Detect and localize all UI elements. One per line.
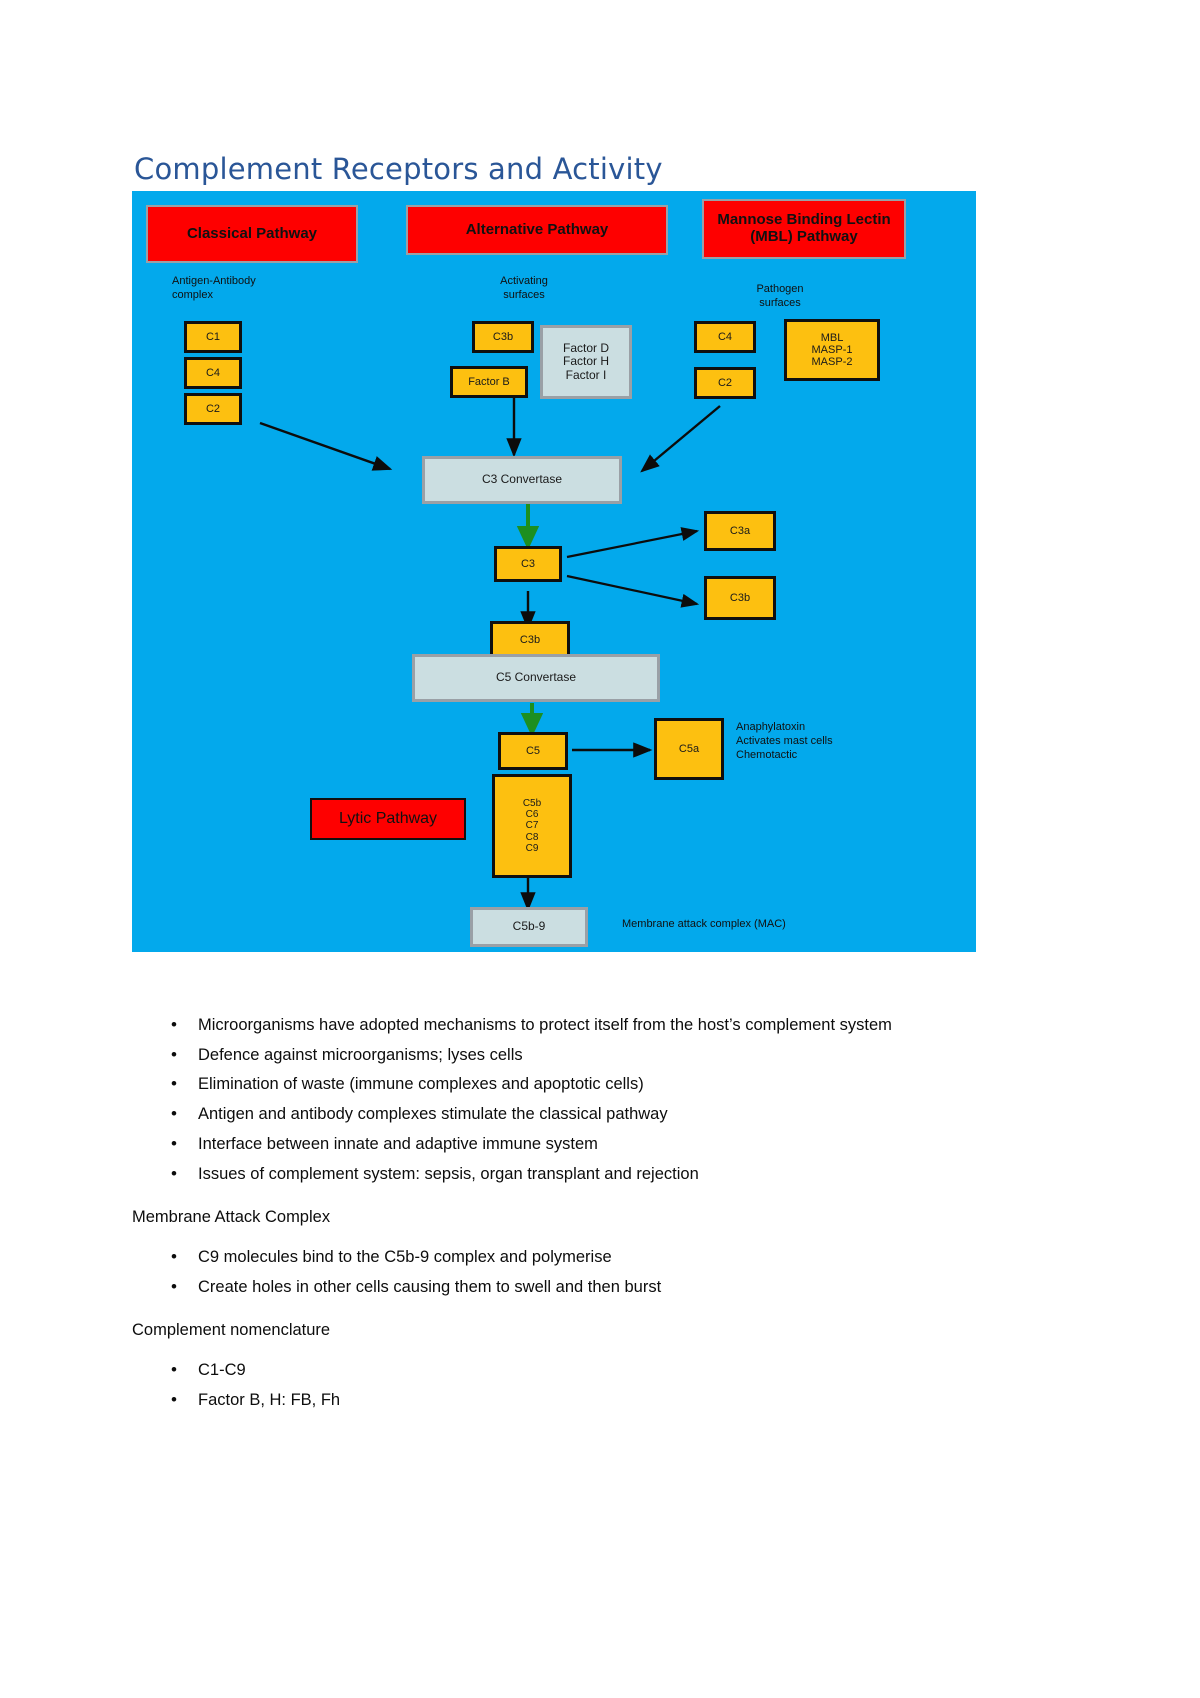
- box-c3a-label: C3a: [729, 524, 751, 537]
- list-item: Issues of complement system: sepsis, org…: [171, 1160, 1072, 1189]
- heading-membrane-attack-complex: Membrane Attack Complex: [132, 1208, 331, 1227]
- box-c5b9-label: C5b-9: [512, 919, 546, 934]
- box-mbl-masp: MBL MASP-1 MASP-2: [784, 319, 880, 381]
- box-c5a-label: C5a: [678, 742, 700, 755]
- list-item: Defence against microorganisms; lyses ce…: [171, 1041, 1072, 1070]
- pathway-header-classical: Classical Pathway: [146, 205, 358, 263]
- box-c4-mbl-label: C4: [717, 330, 733, 343]
- box-c5a: C5a: [654, 718, 724, 780]
- box-c4-classical: C4: [184, 357, 242, 389]
- box-factor-b-label: Factor B: [468, 375, 510, 388]
- box-c3b-alternative-label: C3b: [492, 330, 514, 343]
- list-item: Antigen and antibody complexes stimulate…: [171, 1100, 1072, 1129]
- box-c3a: C3a: [704, 511, 776, 551]
- box-c5b9: C5b-9: [470, 907, 588, 947]
- box-c2-classical-label: C2: [205, 402, 221, 415]
- box-c3b-mid: C3b: [490, 621, 570, 659]
- box-lytic-pathway-label: Lytic Pathway: [338, 810, 438, 828]
- list-item: Create holes in other cells causing them…: [171, 1273, 1072, 1302]
- box-c3-label: C3: [520, 557, 536, 570]
- box-c5: C5: [498, 732, 568, 770]
- box-mac-components-label: C5b C6 C7 C8 C9: [522, 798, 542, 854]
- box-c1-label: C1: [205, 330, 221, 343]
- box-mbl-masp-label: MBL MASP-1 MASP-2: [811, 331, 853, 369]
- box-c3: C3: [494, 546, 562, 582]
- pathway-header-mbl: Mannose Binding Lectin (MBL) Pathway: [702, 199, 906, 259]
- box-c5-label: C5: [525, 744, 541, 757]
- list-item: Interface between innate and adaptive im…: [171, 1130, 1072, 1159]
- box-c2-mbl: C2: [694, 367, 756, 399]
- box-factors-dhi-label: Factor D Factor H Factor I: [562, 340, 609, 382]
- source-label-activating-surfaces: Activating surfaces: [500, 275, 548, 301]
- box-c3-convertase-label: C3 Convertase: [481, 472, 563, 487]
- box-factors-dhi: Factor D Factor H Factor I: [540, 325, 632, 399]
- notes-bullet-list-mac: C9 molecules bind to the C5b-9 complex a…: [132, 1243, 1072, 1302]
- list-item: Microorganisms have adopted mechanisms t…: [171, 1011, 1072, 1040]
- box-c3b-alternative: C3b: [472, 321, 534, 353]
- list-item: C9 molecules bind to the C5b-9 complex a…: [171, 1243, 1072, 1272]
- page-title: Complement Receptors and Activity: [134, 152, 663, 186]
- list-item: Factor B, H: FB, Fh: [171, 1386, 1072, 1415]
- box-c5-convertase-label: C5 Convertase: [495, 670, 577, 685]
- box-c1: C1: [184, 321, 242, 353]
- box-factor-b: Factor B: [450, 366, 528, 398]
- pathway-header-classical-label: Classical Pathway: [186, 224, 318, 242]
- pathway-header-mbl-label: Mannose Binding Lectin (MBL) Pathway: [717, 211, 891, 245]
- box-c4-classical-label: C4: [205, 366, 221, 379]
- pathway-header-alternative-label: Alternative Pathway: [465, 220, 609, 238]
- list-item: Elimination of waste (immune complexes a…: [171, 1070, 1072, 1099]
- box-c3-convertase: C3 Convertase: [422, 456, 622, 504]
- box-c3b-product: C3b: [704, 576, 776, 620]
- notes-bullet-list-main: Microorganisms have adopted mechanisms t…: [132, 1011, 1072, 1189]
- box-c3b-mid-label: C3b: [519, 633, 541, 646]
- source-label-pathogen-surfaces: Pathogen surfaces: [756, 283, 804, 309]
- box-lytic-pathway: Lytic Pathway: [310, 798, 466, 840]
- source-label-antigen-antibody: Antigen-Antibody complex: [172, 275, 256, 301]
- box-c4-mbl: C4: [694, 321, 756, 353]
- c5a-effects-label: Anaphylatoxin Activates mast cells Chemo…: [736, 721, 833, 761]
- box-c3b-product-label: C3b: [729, 591, 751, 604]
- box-c2-classical: C2: [184, 393, 242, 425]
- notes-bullet-list-nomenclature: C1-C9 Factor B, H: FB, Fh: [132, 1356, 1072, 1415]
- box-c2-mbl-label: C2: [717, 376, 733, 389]
- box-mac-components: C5b C6 C7 C8 C9: [492, 774, 572, 878]
- notes-section: Microorganisms have adopted mechanisms t…: [132, 1011, 1072, 1417]
- heading-complement-nomenclature: Complement nomenclature: [132, 1321, 331, 1340]
- complement-pathway-diagram: Classical Pathway Alternative Pathway Ma…: [132, 191, 976, 952]
- mac-caption-label: Membrane attack complex (MAC): [622, 918, 786, 930]
- pathway-header-alternative: Alternative Pathway: [406, 205, 668, 255]
- list-item: C1-C9: [171, 1356, 1072, 1385]
- box-c5-convertase: C5 Convertase: [412, 654, 660, 702]
